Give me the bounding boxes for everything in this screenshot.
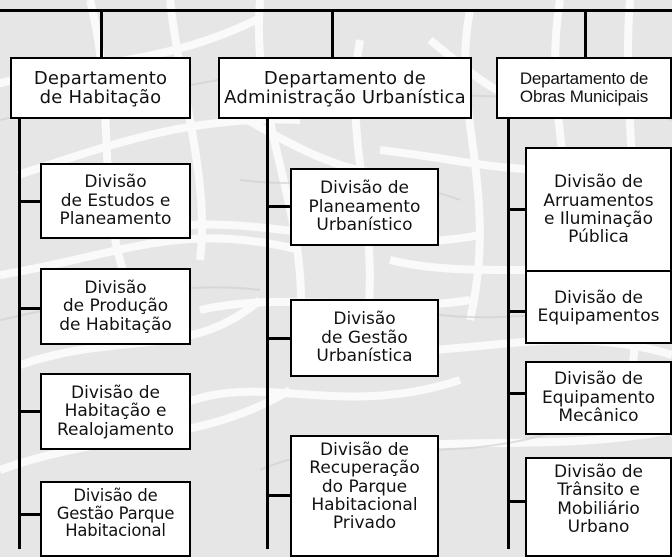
- dept2-branch-3: [267, 494, 290, 497]
- dept3-top-connector: [584, 10, 587, 58]
- dept3-branch-4: [508, 500, 525, 503]
- dept1-branch-3: [19, 410, 40, 413]
- dept2-top-connector: [331, 10, 334, 58]
- dept1-branch-4: [19, 513, 40, 516]
- division-recuperacao-parque-habitacional-privado: Divisão de Recuperação do Parque Habitac…: [290, 435, 439, 557]
- division-planeamento-urbanistico: Divisão de Planeamento Urbanístico: [290, 168, 439, 246]
- dept2-branch-2: [267, 337, 290, 340]
- division-equipamento-mecanico: Divisão de Equipamento Mecânico: [525, 361, 672, 435]
- division-transito-mobiliario-urbano: Divisão de Trânsito e Mobiliário Urbano: [525, 457, 672, 557]
- division-estudos-planeamento: Divisão de Estudos e Planeamento: [40, 163, 191, 239]
- dept2-spine-connector: [266, 118, 269, 549]
- division-gestao-urbanistica: Divisão de Gestão Urbanística: [290, 299, 439, 377]
- dept3-spine-connector: [507, 118, 510, 549]
- dept2-branch-1: [267, 205, 290, 208]
- dept3-branch-2: [508, 310, 525, 313]
- dept1-spine-connector: [18, 118, 21, 549]
- division-habitacao-realojamento: Divisão de Habitação e Realojamento: [40, 373, 191, 450]
- department-habitacao: Departamento de Habitação: [10, 57, 191, 119]
- dept3-branch-3: [508, 392, 525, 395]
- dept1-branch-2: [19, 307, 40, 310]
- top-horizontal-connector: [0, 9, 672, 12]
- dept3-branch-1: [508, 208, 525, 211]
- department-obras-municipais: Departamento de Obras Municipais: [496, 57, 672, 119]
- division-equipamentos: Divisão de Equipamentos: [525, 270, 672, 344]
- department-administracao-urbanistica: Departamento de Administração Urbanístic…: [218, 57, 472, 119]
- dept1-top-connector: [100, 10, 103, 58]
- division-gestao-parque-habitacional: Divisão de Gestão Parque Habitacional: [40, 481, 191, 557]
- division-producao-habitacao: Divisão de Produção de Habitação: [40, 268, 191, 345]
- dept1-branch-1: [19, 200, 40, 203]
- division-arruamentos-iluminacao-publica: Divisão de Arruamentos e Iluminação Públ…: [525, 147, 672, 273]
